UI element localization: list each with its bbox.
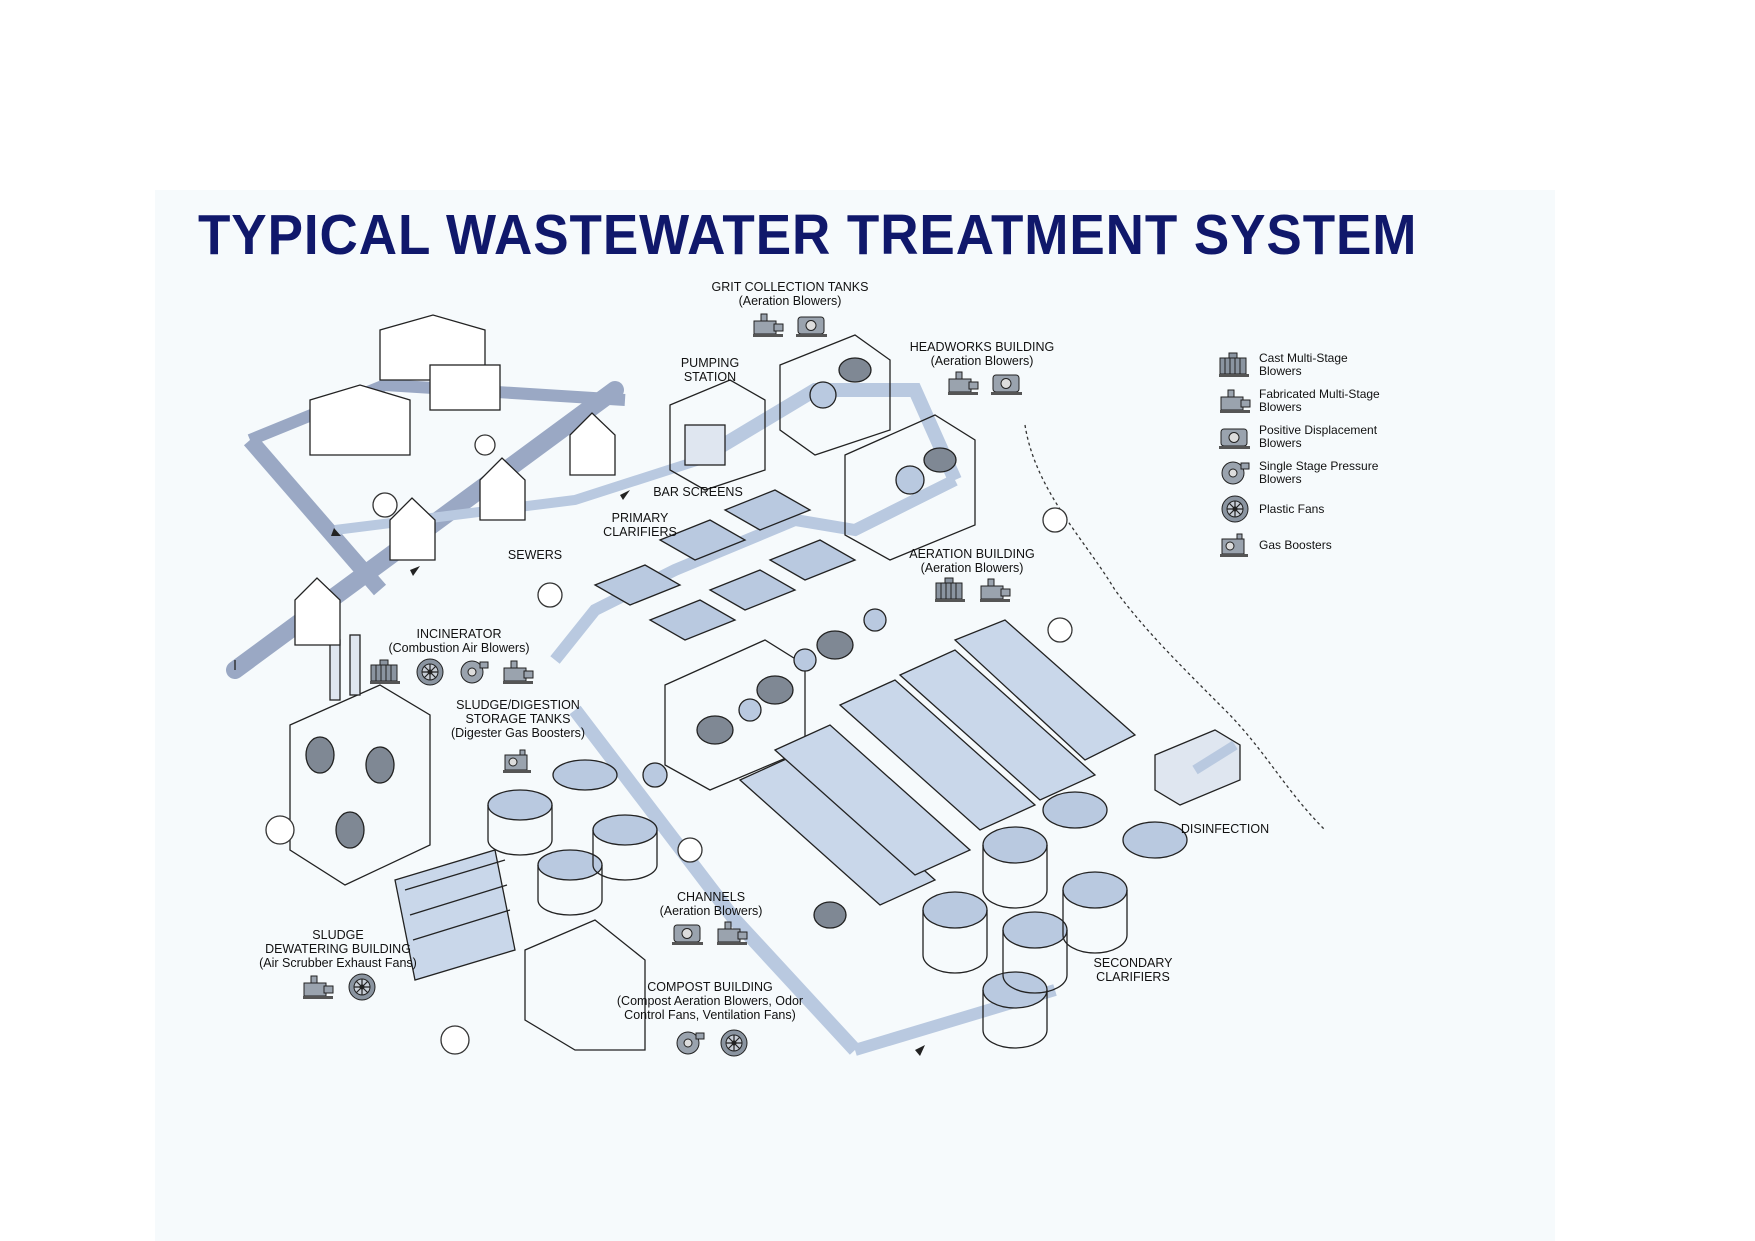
label-compost-building: COMPOST BUILDING (Compost Aeration Blowe… bbox=[617, 980, 803, 1022]
single-stage-pressure-blower-icon bbox=[672, 1028, 708, 1058]
fabricated-multistage-blower-icon bbox=[300, 972, 336, 1002]
legend-label: Plastic Fans bbox=[1259, 501, 1325, 516]
legend-label: Gas Boosters bbox=[1259, 537, 1332, 552]
fabricated-multistage-blower-icon bbox=[977, 575, 1013, 605]
cast-multistage-blower-icon bbox=[368, 657, 404, 687]
compost-icons bbox=[672, 1028, 752, 1058]
diagram-panel: TYPICAL WASTEWATER TREATMENT SYSTEM bbox=[155, 190, 1555, 1241]
legend-label: Positive Displacement Blowers bbox=[1259, 423, 1378, 450]
plastic-fan-icon bbox=[344, 972, 380, 1002]
single-stage-pressure-blower-icon bbox=[456, 657, 492, 687]
label-headworks-building: HEADWORKS BUILDING (Aeration Blowers) bbox=[910, 340, 1054, 368]
headworks-icons bbox=[945, 368, 1025, 398]
fabricated-multistage-blower-icon bbox=[500, 657, 536, 687]
primary-line2: CLARIFIERS bbox=[603, 525, 677, 539]
aeration-icons bbox=[933, 575, 1013, 605]
positive-displacement-blower-icon bbox=[750, 310, 786, 340]
label-bar-screens: BAR SCREENS bbox=[653, 485, 743, 499]
label-sewers: SEWERS bbox=[507, 548, 563, 562]
positive-displacement-blower-icon bbox=[1217, 422, 1253, 452]
aeration-title: AERATION BUILDING bbox=[909, 547, 1035, 561]
fabricated-multistage-blower-icon bbox=[1217, 386, 1253, 416]
label-disinfection: DISINFECTION bbox=[1180, 822, 1270, 836]
plant-illustration bbox=[226, 314, 1326, 1056]
dewatering-icons bbox=[300, 972, 380, 1002]
plastic-fan-icon bbox=[1217, 494, 1253, 524]
label-channels: CHANNELS (Aeration Blowers) bbox=[660, 890, 763, 918]
channels-title: CHANNELS bbox=[676, 890, 746, 904]
label-sludge-dewatering: SLUDGE DEWATERING BUILDING (Air Scrubber… bbox=[259, 928, 417, 970]
fabricated-multistage-blower-icon bbox=[945, 368, 981, 398]
secondary-line2: CLARIFIERS bbox=[1096, 970, 1170, 984]
grit-sub: (Aeration Blowers) bbox=[738, 294, 842, 308]
label-grit-collection-tanks: GRIT COLLECTION TANKS (Aeration Blowers) bbox=[712, 280, 869, 308]
legend-item: Gas Boosters bbox=[1217, 530, 1407, 560]
dewatering-line1: SLUDGE bbox=[312, 928, 364, 942]
secondary-line1: SECONDARY bbox=[1093, 956, 1173, 970]
legend-label: Fabricated Multi-Stage Blowers bbox=[1259, 387, 1380, 414]
pumping-line1: PUMPING bbox=[680, 356, 740, 370]
compost-sub1: (Compost Aeration Blowers, Odor bbox=[616, 994, 804, 1008]
compost-title: COMPOST BUILDING bbox=[647, 980, 773, 994]
cast-multistage-blower-icon bbox=[1217, 350, 1253, 380]
headworks-sub: (Aeration Blowers) bbox=[930, 354, 1034, 368]
gas-booster-icon bbox=[500, 746, 536, 776]
label-incinerator: INCINERATOR (Combustion Air Blowers) bbox=[388, 627, 529, 655]
legend-label: Cast Multi-Stage Blowers bbox=[1259, 351, 1348, 378]
label-aeration-building: AERATION BUILDING (Aeration Blowers) bbox=[909, 547, 1034, 575]
compost-sub2: Control Fans, Ventilation Fans) bbox=[624, 1008, 796, 1022]
sludge-storage-icons bbox=[500, 746, 536, 776]
aeration-sub: (Aeration Blowers) bbox=[920, 561, 1024, 575]
legend-item: Fabricated Multi-Stage Blowers bbox=[1217, 386, 1407, 416]
plastic-fan-icon bbox=[716, 1028, 752, 1058]
legend-item: Single Stage Pressure Blowers bbox=[1217, 458, 1407, 488]
sludge-storage-line1: SLUDGE/DIGESTION bbox=[456, 698, 580, 712]
single-stage-pressure-blower-icon bbox=[1217, 458, 1253, 488]
page-title: TYPICAL WASTEWATER TREATMENT SYSTEM bbox=[198, 203, 1418, 267]
label-sludge-digestion-storage: SLUDGE/DIGESTION STORAGE TANKS (Digester… bbox=[451, 698, 585, 740]
positive-displacement-blower-icon bbox=[670, 918, 706, 948]
channels-icons bbox=[670, 918, 750, 948]
label-secondary-clarifiers: SECONDARY CLARIFIERS bbox=[1094, 956, 1173, 984]
dewatering-sub: (Air Scrubber Exhaust Fans) bbox=[259, 956, 417, 970]
positive-displacement-blower-icon bbox=[989, 368, 1025, 398]
legend-item: Plastic Fans bbox=[1217, 494, 1407, 524]
legend-item: Cast Multi-Stage Blowers bbox=[1217, 350, 1407, 380]
pumping-line2: STATION bbox=[683, 370, 737, 384]
grit-title: GRIT COLLECTION TANKS bbox=[711, 280, 869, 294]
gas-booster-icon bbox=[1217, 530, 1253, 560]
incinerator-icons bbox=[368, 657, 536, 687]
dewatering-line2: DEWATERING BUILDING bbox=[265, 942, 411, 956]
legend-item: Positive Displacement Blowers bbox=[1217, 422, 1407, 452]
incinerator-sub: (Combustion Air Blowers) bbox=[388, 641, 530, 655]
fabricated-multistage-blower-icon bbox=[714, 918, 750, 948]
sludge-storage-line2: STORAGE TANKS bbox=[465, 712, 571, 726]
label-pumping-station: PUMPING STATION bbox=[681, 356, 739, 384]
primary-line1: PRIMARY bbox=[611, 511, 669, 525]
headworks-title: HEADWORKS BUILDING bbox=[909, 340, 1055, 354]
channels-sub: (Aeration Blowers) bbox=[659, 904, 763, 918]
label-primary-clarifiers: PRIMARY CLARIFIERS bbox=[603, 511, 677, 539]
plastic-fan-icon bbox=[412, 657, 448, 687]
equipment-legend: Cast Multi-Stage Blowers Fabricated Mult… bbox=[1217, 350, 1407, 566]
incinerator-title: INCINERATOR bbox=[416, 627, 502, 641]
sludge-storage-sub: (Digester Gas Boosters) bbox=[450, 726, 586, 740]
grit-icons bbox=[750, 310, 830, 340]
cast-multistage-blower-icon bbox=[933, 575, 969, 605]
positive-displacement-blower-icon bbox=[794, 310, 830, 340]
legend-label: Single Stage Pressure Blowers bbox=[1259, 459, 1379, 486]
